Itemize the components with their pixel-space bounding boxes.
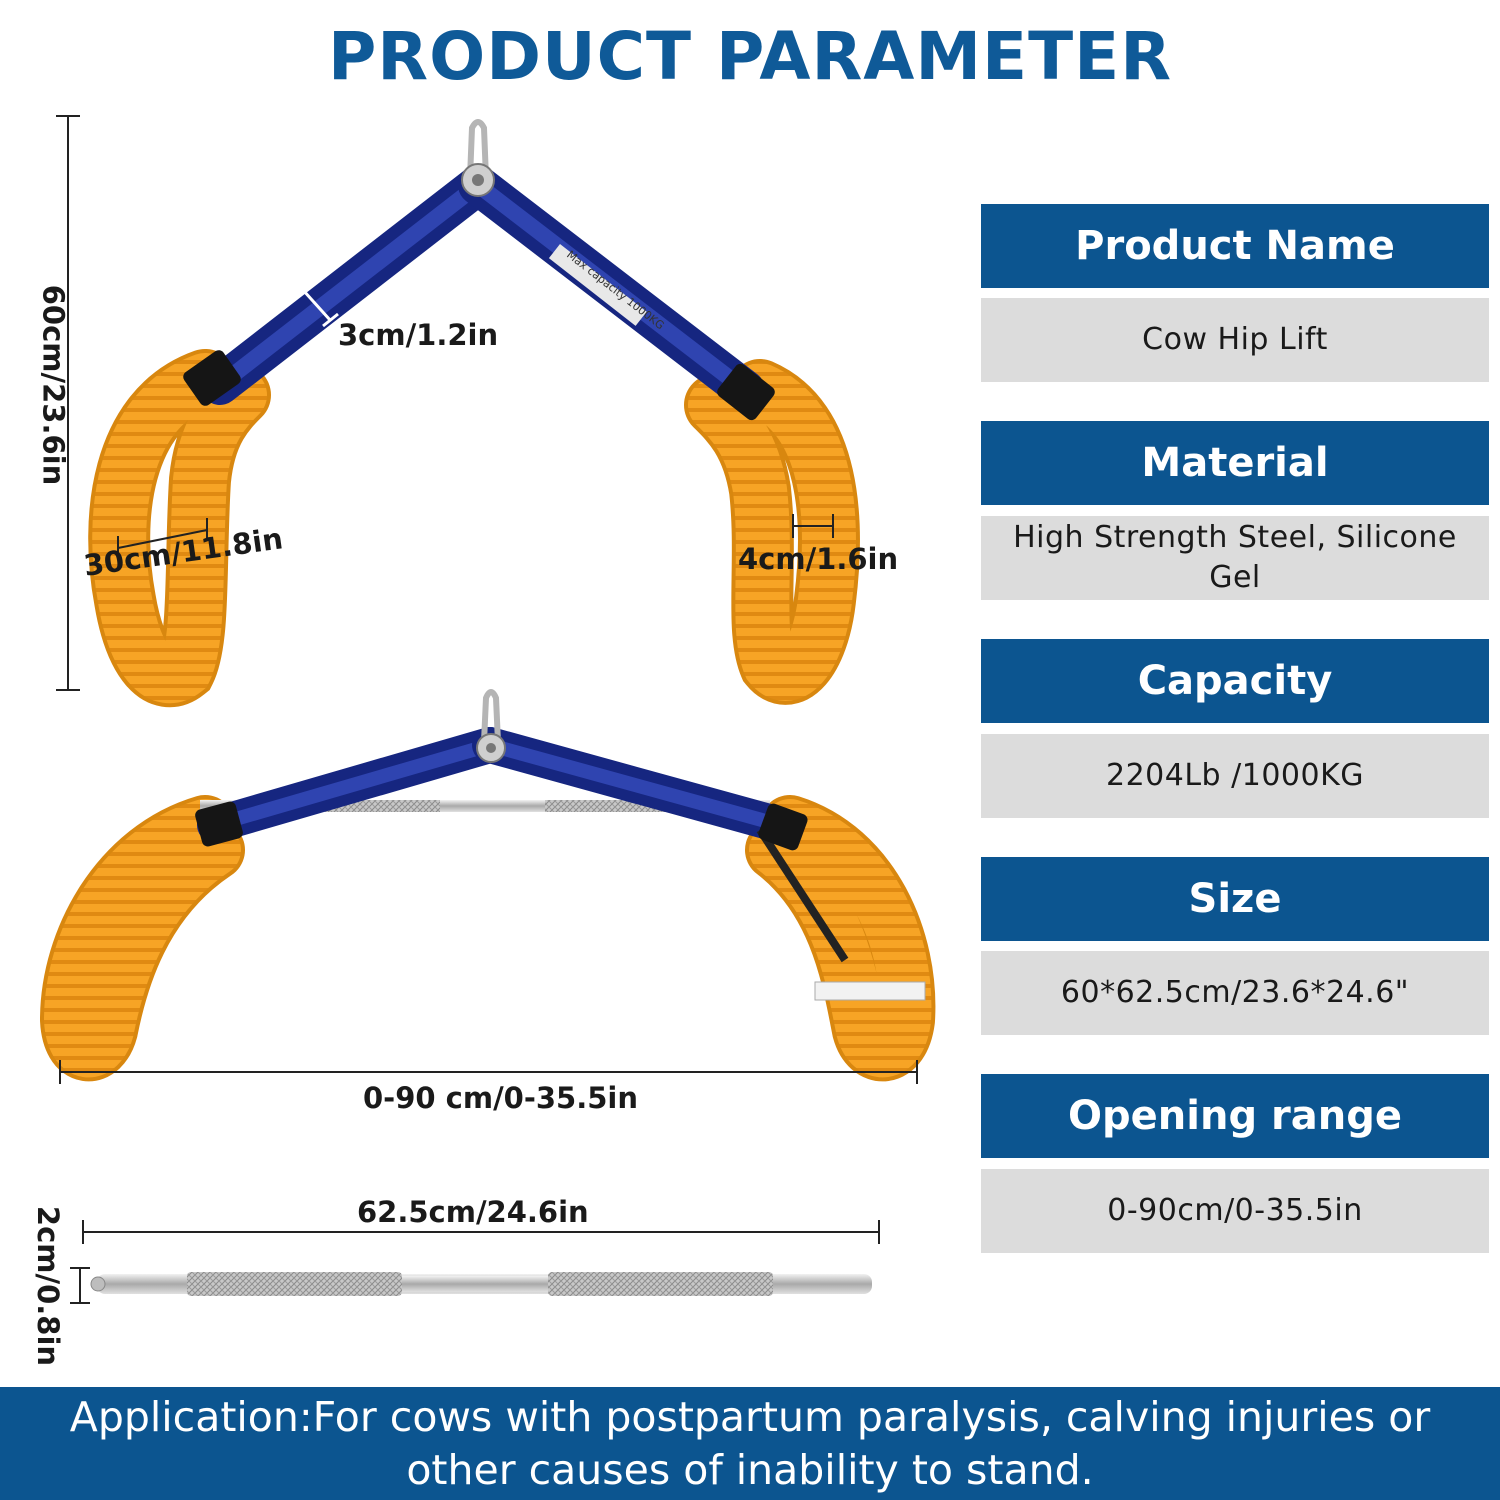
height-label: 60cm/23.6in xyxy=(36,284,71,486)
spec-label-material: Material xyxy=(981,421,1489,505)
spec-value-capacity: 2204Lb /1000KG xyxy=(981,734,1489,818)
page-title: PRODUCT PARAMETER xyxy=(327,18,1173,95)
lower-right-hook-tube xyxy=(745,795,936,1082)
spec-label-product-name: Product Name xyxy=(981,204,1489,288)
tube-width-label: 4cm/1.6in xyxy=(738,542,899,576)
application-banner: Application:For cows with postpartum par… xyxy=(0,1387,1500,1500)
rod-length-label: 62.5cm/24.6in xyxy=(357,1195,589,1229)
lower-arms xyxy=(197,727,926,1001)
spec-value-size: 60*62.5cm/23.6*24.6" xyxy=(981,951,1489,1035)
spec-label-capacity: Capacity xyxy=(981,639,1489,723)
opening-dimension-line xyxy=(59,1060,918,1084)
lower-lift-ring xyxy=(476,689,506,763)
upper-right-arm: Max capacity 1000KG xyxy=(458,165,765,410)
spec-value-material: High Strength Steel, Silicone Gel xyxy=(981,516,1489,600)
upper-left-arm xyxy=(200,165,498,405)
spec-label-size: Size xyxy=(981,857,1489,941)
lower-left-hook-tube xyxy=(39,795,245,1082)
upper-right-hook-tube xyxy=(684,359,860,705)
arm-width-label: 3cm/1.2in xyxy=(338,318,499,352)
spec-value-product-name: Cow Hip Lift xyxy=(981,298,1489,382)
spec-label-opening-range: Opening range xyxy=(981,1074,1489,1158)
application-text: Application:For cows with postpartum par… xyxy=(69,1392,1431,1494)
rod-diameter-dimension-line xyxy=(70,1267,90,1304)
upper-left-hook-tube xyxy=(88,349,271,707)
upper-lift-ring xyxy=(461,119,495,197)
opening-label: 0-90 cm/0-35.5in xyxy=(363,1081,639,1115)
spreader-rod xyxy=(90,1272,872,1296)
arm-width-marker xyxy=(295,282,339,328)
capacity-engraving: Max capacity 1000KG xyxy=(564,248,666,332)
rod-diameter-label: 2cm/0.8in xyxy=(31,1205,66,1367)
hook-width-marker xyxy=(117,518,208,558)
height-dimension-line xyxy=(56,115,80,691)
tube-width-marker xyxy=(792,514,834,538)
rod-length-dimension-line xyxy=(82,1220,880,1244)
upper-end-caps xyxy=(183,350,775,421)
lower-end-caps xyxy=(195,801,808,851)
spec-value-opening-range: 0-90cm/0-35.5in xyxy=(981,1169,1489,1253)
